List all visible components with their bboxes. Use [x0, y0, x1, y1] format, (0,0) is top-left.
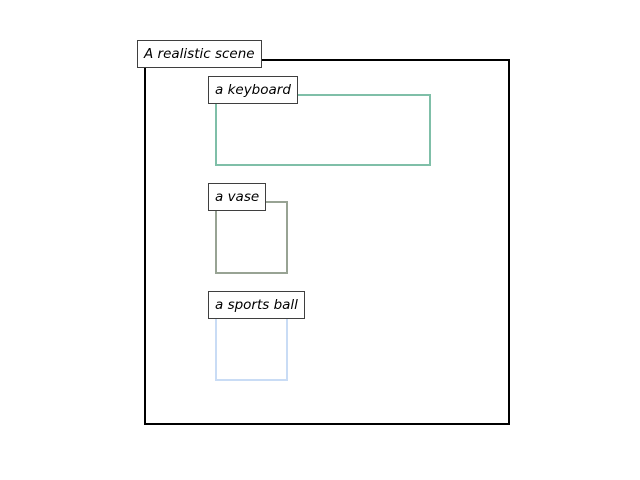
keyboard-label: a keyboard: [208, 76, 298, 104]
vase-label: a vase: [208, 183, 267, 211]
scene-frame: [144, 59, 510, 425]
keyboard-box: [215, 94, 431, 166]
scene-title-label: A realistic scene: [137, 40, 262, 68]
vase-box: [215, 201, 288, 274]
sports-ball-label: a sports ball: [208, 291, 305, 319]
